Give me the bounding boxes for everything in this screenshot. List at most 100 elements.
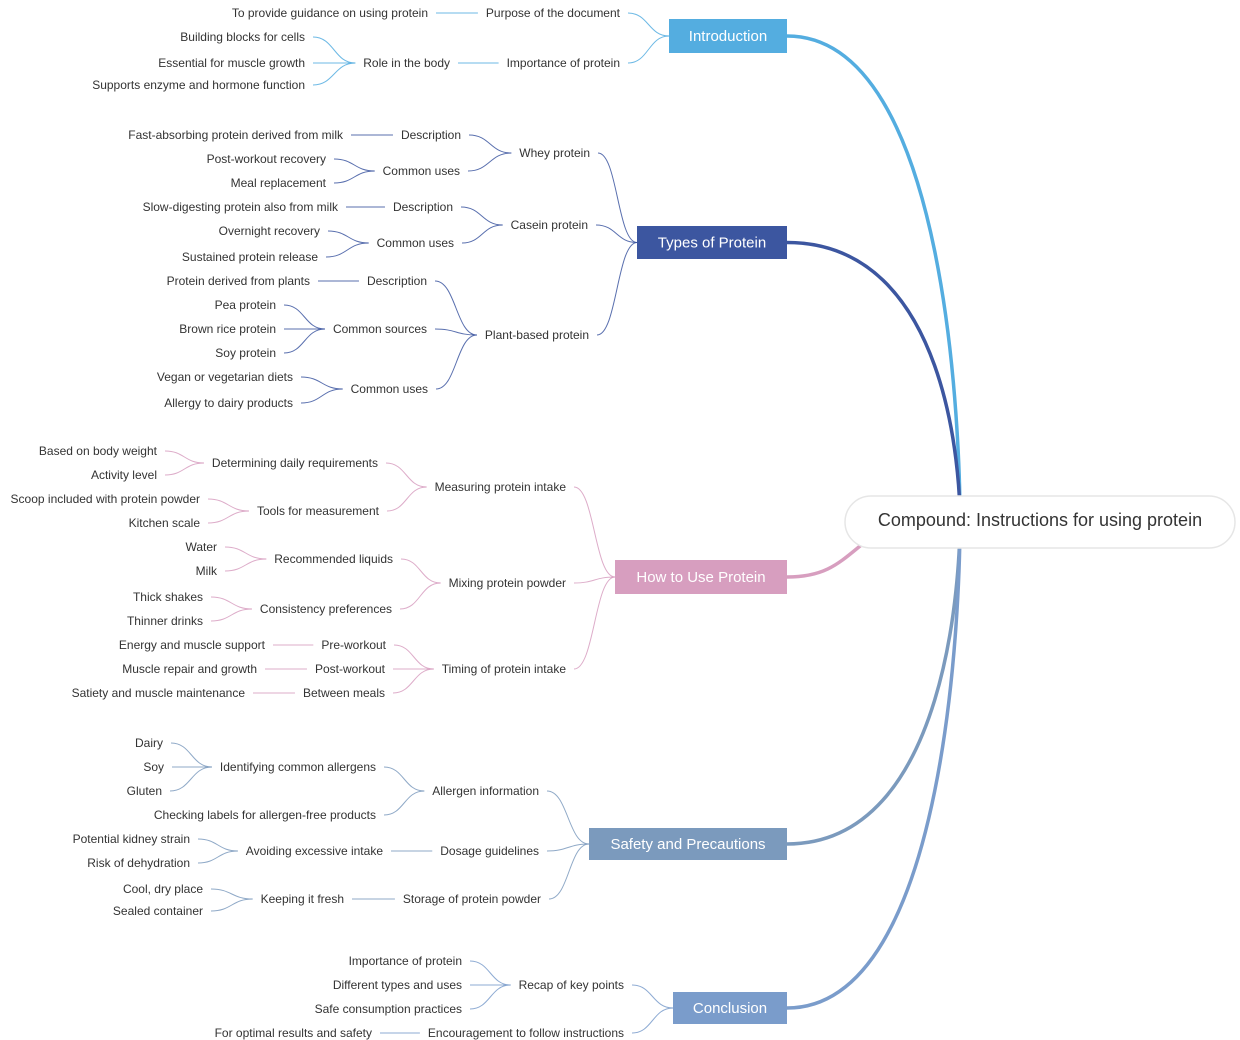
node-determining-daily-requirements[interactable]: Determining daily requirements [212,456,378,470]
node-risk-of-dehydration[interactable]: Risk of dehydration [87,856,190,870]
branch-how-to-use-protein[interactable]: How to Use Protein [615,560,787,594]
node-allergy-to-dairy-products[interactable]: Allergy to dairy products [164,396,293,410]
node-post-workout-recovery[interactable]: Post-workout recovery [207,152,326,166]
node-overnight-recovery[interactable]: Overnight recovery [219,224,320,238]
node-thinner-drinks[interactable]: Thinner drinks [127,614,203,628]
connector-howto-1-0-1 [224,558,267,572]
node-water[interactable]: Water [185,540,217,554]
node-energy-and-muscle-support[interactable]: Energy and muscle support [119,638,266,652]
connector-howto-2 [573,576,616,670]
branch-label: Conclusion [693,1000,767,1017]
node-brown-rice-protein[interactable]: Brown rice protein [179,322,276,336]
node-whey-protein[interactable]: Whey protein [519,146,590,160]
branch-connectors [785,34,962,1010]
node-post-workout[interactable]: Post-workout [315,662,386,676]
branch-box [673,992,787,1024]
node-satiety-and-muscle-maintenance[interactable]: Satiety and muscle maintenance [72,686,246,700]
node-common-uses[interactable]: Common uses [377,236,454,250]
node-recap-of-key-points[interactable]: Recap of key points [519,978,624,992]
connector-howto-2-2 [392,668,434,694]
node-soy-protein[interactable]: Soy protein [215,346,276,360]
node-activity-level[interactable]: Activity level [91,468,157,482]
node-pea-protein[interactable]: Pea protein [215,298,276,312]
node-purpose-of-the-document[interactable]: Purpose of the document [486,6,621,20]
node-role-in-the-body[interactable]: Role in the body [363,56,450,70]
root-node-box [844,495,1236,549]
node-soy[interactable]: Soy [143,760,164,774]
node-kitchen-scale[interactable]: Kitchen scale [129,516,201,530]
node-common-uses[interactable]: Common uses [383,164,460,178]
node-based-on-body-weight[interactable]: Based on body weight [39,444,158,458]
node-for-optimal-results-and-safety[interactable]: For optimal results and safety [215,1026,372,1040]
connector-types-1-1-1 [325,242,369,258]
node-dosage-guidelines[interactable]: Dosage guidelines [440,844,539,858]
node-different-types-and-uses[interactable]: Different types and uses [333,978,462,992]
node-scoop-included-with-protein-powder[interactable]: Scoop included with protein powder [11,492,200,506]
connector-types-2-1 [434,328,477,336]
connector-types-2-2-1 [300,388,343,404]
connector-howto-0-1 [386,486,427,512]
node-timing-of-protein-intake[interactable]: Timing of protein intake [442,662,567,676]
node-meal-replacement[interactable]: Meal replacement [231,176,327,190]
node-description[interactable]: Description [401,128,461,142]
node-importance-of-protein[interactable]: Importance of protein [349,954,462,968]
node-sustained-protein-release[interactable]: Sustained protein release [182,250,318,264]
node-pre-workout[interactable]: Pre-workout [321,638,386,652]
node-muscle-repair-and-growth[interactable]: Muscle repair and growth [122,662,257,676]
node-keeping-it-fresh[interactable]: Keeping it fresh [261,892,344,906]
node-gluten[interactable]: Gluten [127,784,162,798]
node-common-uses[interactable]: Common uses [351,382,428,396]
branch-safety-and-precautions[interactable]: Safety and Precautions [589,828,787,860]
node-checking-labels-for-allergen-free-products[interactable]: Checking labels for allergen-free produc… [154,808,376,822]
node-slow-digesting-protein-also-from-milk[interactable]: Slow-digesting protein also from milk [143,200,339,214]
node-sealed-container[interactable]: Sealed container [113,904,203,918]
node-encouragement-to-follow-instructions[interactable]: Encouragement to follow instructions [428,1026,624,1040]
node-common-sources[interactable]: Common sources [333,322,427,336]
types-branch-curve [785,240,962,522]
node-between-meals[interactable]: Between meals [303,686,385,700]
connector-types-1-0 [460,206,503,226]
connector-types-1 [595,224,638,243]
node-to-provide-guidance-on-using-protein[interactable]: To provide guidance on using protein [232,6,428,20]
node-avoiding-excessive-intake[interactable]: Avoiding excessive intake [246,844,384,858]
node-protein-derived-from-plants[interactable]: Protein derived from plants [167,274,310,288]
node-description[interactable]: Description [367,274,427,288]
node-dairy[interactable]: Dairy [135,736,163,750]
connector-intro-1-0-2 [312,62,356,86]
connector-safety-0-0-0 [170,742,212,768]
node-cool-dry-place[interactable]: Cool, dry place [123,882,203,896]
node-mixing-protein-powder[interactable]: Mixing protein powder [449,576,566,590]
connector-howto-1-0-0 [224,546,267,560]
node-milk[interactable]: Milk [196,564,218,578]
node-vegan-or-vegetarian-diets[interactable]: Vegan or vegetarian diets [157,370,293,384]
node-potential-kidney-strain[interactable]: Potential kidney strain [73,832,190,846]
node-consistency-preferences[interactable]: Consistency preferences [260,602,392,616]
node-safe-consumption-practices[interactable]: Safe consumption practices [315,1002,462,1016]
node-allergen-information[interactable]: Allergen information [432,784,539,798]
root-node[interactable]: Compound: Instructions for using protein [844,495,1236,549]
node-thick-shakes[interactable]: Thick shakes [133,590,203,604]
node-essential-for-muscle-growth[interactable]: Essential for muscle growth [158,56,305,70]
node-measuring-protein-intake[interactable]: Measuring protein intake [435,480,567,494]
node-importance-of-protein[interactable]: Importance of protein [507,56,620,70]
branch-label: Introduction [689,28,767,45]
connector-conclusion-0-0 [469,960,511,986]
node-supports-enzyme-and-hormone-function[interactable]: Supports enzyme and hormone function [92,78,305,92]
node-recommended-liquids[interactable]: Recommended liquids [274,552,393,566]
connector-howto-0-1-1 [207,510,249,524]
node-identifying-common-allergens[interactable]: Identifying common allergens [220,760,376,774]
node-tools-for-measurement[interactable]: Tools for measurement [257,504,380,518]
branch-types-of-protein[interactable]: Types of Protein [637,226,787,259]
node-description[interactable]: Description [393,200,453,214]
node-storage-of-protein-powder[interactable]: Storage of protein powder [403,892,541,906]
node-fast-absorbing-protein-derived-from-milk[interactable]: Fast-absorbing protein derived from milk [128,128,344,142]
branch-introduction[interactable]: Introduction [669,19,787,53]
node-casein-protein[interactable]: Casein protein [511,218,588,232]
connector-howto-0-1-0 [207,498,249,512]
branch-conclusion[interactable]: Conclusion [673,992,787,1024]
node-building-blocks-for-cells[interactable]: Building blocks for cells [180,30,305,44]
connector-conclusion-0-2 [469,984,511,1010]
connector-safety-0 [546,790,590,845]
node-plant-based-protein[interactable]: Plant-based protein [485,328,589,342]
